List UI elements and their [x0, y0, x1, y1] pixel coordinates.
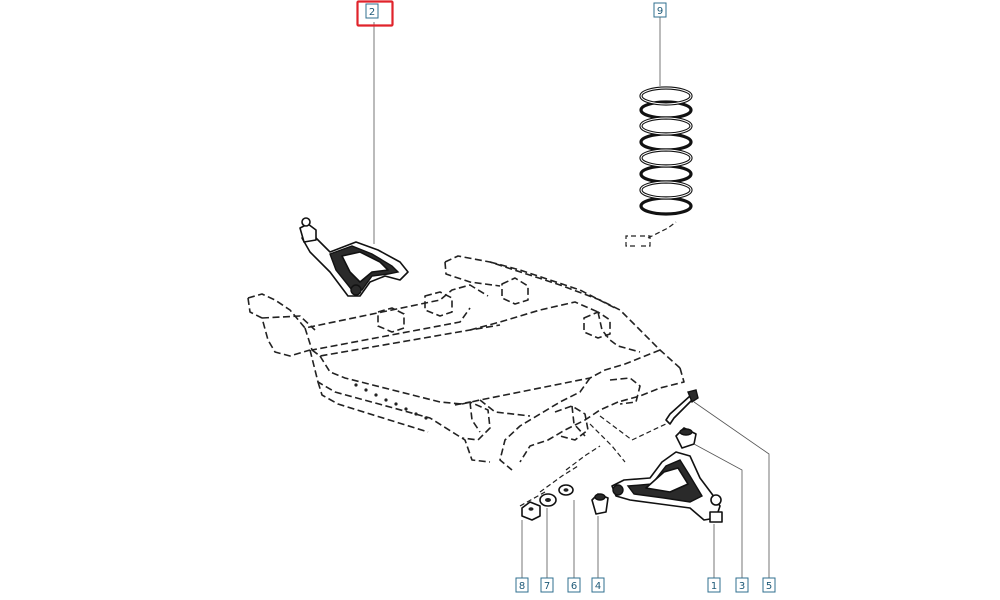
bush-part-3[interactable]: [675, 427, 697, 449]
callout-1-label: 1: [711, 581, 717, 592]
callout-6[interactable]: 6: [567, 577, 581, 593]
callout-9-label: 9: [657, 6, 663, 17]
selection-highlight: [356, 0, 394, 27]
coil-spring-part-9[interactable]: [639, 86, 693, 216]
callout-8-label: 8: [519, 581, 525, 592]
left-lower-arm-part-2[interactable]: [299, 217, 409, 297]
nut-part-8[interactable]: [521, 501, 541, 521]
callout-5-label: 5: [766, 581, 772, 592]
subframe: [247, 221, 687, 507]
callout-2[interactable]: 2: [356, 0, 394, 27]
callout-3-label: 3: [739, 581, 745, 592]
washer-part-7[interactable]: [539, 493, 557, 507]
leader-lines: [373, 16, 770, 580]
callout-5[interactable]: 5: [762, 577, 776, 593]
callout-9[interactable]: 9: [653, 2, 667, 18]
callout-4[interactable]: 4: [591, 577, 605, 593]
callout-3[interactable]: 3: [735, 577, 749, 593]
callout-7-label: 7: [544, 581, 550, 592]
bush-part-4[interactable]: [591, 493, 609, 515]
callout-1[interactable]: 1: [707, 577, 721, 593]
spring-seat-symbol: [625, 235, 651, 247]
callout-2-label: 2: [369, 7, 375, 18]
callout-4-label: 4: [595, 581, 601, 592]
bolt-part-5[interactable]: [665, 389, 699, 425]
right-lower-arm-part-1[interactable]: [611, 451, 723, 523]
washer-part-6[interactable]: [558, 484, 574, 496]
callout-7[interactable]: 7: [540, 577, 554, 593]
callout-6-label: 6: [571, 581, 577, 592]
callout-8[interactable]: 8: [515, 577, 529, 593]
